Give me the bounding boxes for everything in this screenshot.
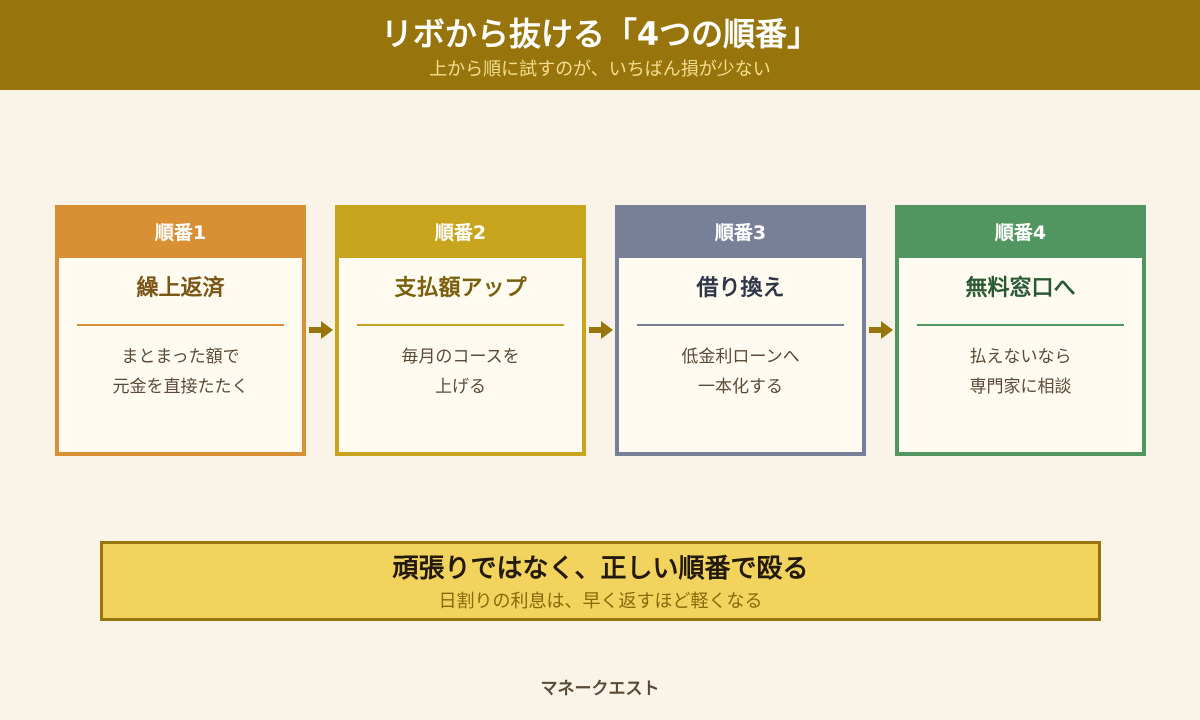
step-divider xyxy=(917,324,1124,326)
step-desc-line: 払えないなら xyxy=(969,347,1072,367)
page-title: リボから抜ける「4つの順番」 xyxy=(380,15,820,53)
step-title: 繰上返済 xyxy=(136,276,225,301)
step-desc-line: 専門家に相談 xyxy=(969,377,1072,397)
arrow-right-icon xyxy=(309,320,333,340)
step-label: 順番2 xyxy=(339,209,582,258)
step-desc-line: 一本化する xyxy=(698,377,783,397)
step-title: 借り換え xyxy=(696,276,785,301)
step-desc-line: 上げる xyxy=(435,377,486,397)
step-card-2: 順番2 支払額アップ 毎月のコースを 上げる xyxy=(335,205,586,456)
step-description: まとまった額で 元金を直接たたく xyxy=(59,342,302,402)
step-desc-line: 毎月のコースを xyxy=(401,347,520,367)
step-title: 支払額アップ xyxy=(394,276,527,301)
step-card-1: 順番1 繰上返済 まとまった額で 元金を直接たたく xyxy=(55,205,306,456)
step-description: 払えないなら 専門家に相談 xyxy=(899,342,1142,402)
step-label: 順番1 xyxy=(59,209,302,258)
step-card-3: 順番3 借り換え 低金利ローンへ 一本化する xyxy=(615,205,866,456)
step-card-4: 順番4 無料窓口へ 払えないなら 専門家に相談 xyxy=(895,205,1146,456)
step-title: 無料窓口へ xyxy=(965,276,1076,301)
step-desc-line: まとまった額で xyxy=(121,347,240,367)
step-description: 毎月のコースを 上げる xyxy=(339,342,582,402)
step-divider xyxy=(357,324,564,326)
arrow-right-icon xyxy=(869,320,893,340)
step-desc-line: 低金利ローンへ xyxy=(681,347,800,367)
step-label: 順番3 xyxy=(619,209,862,258)
summary-box: 頑張りではなく、正しい順番で殴る 日割りの利息は、早く返すほど軽くなる xyxy=(100,541,1101,621)
step-description: 低金利ローンへ 一本化する xyxy=(619,342,862,402)
step-divider xyxy=(637,324,844,326)
step-label: 順番4 xyxy=(899,209,1142,258)
summary-subtitle: 日割りの利息は、早く返すほど軽くなる xyxy=(438,591,763,612)
summary-title: 頑張りではなく、正しい順番で殴る xyxy=(392,554,809,584)
step-divider xyxy=(77,324,284,326)
page-subtitle: 上から順に試すのが、いちばん損が少ない xyxy=(429,59,771,80)
step-desc-line: 元金を直接たたく xyxy=(112,377,249,397)
arrow-right-icon xyxy=(589,320,613,340)
footer-brand: マネークエスト xyxy=(540,679,660,699)
header-banner: リボから抜ける「4つの順番」 上から順に試すのが、いちばん損が少ない xyxy=(0,0,1200,90)
